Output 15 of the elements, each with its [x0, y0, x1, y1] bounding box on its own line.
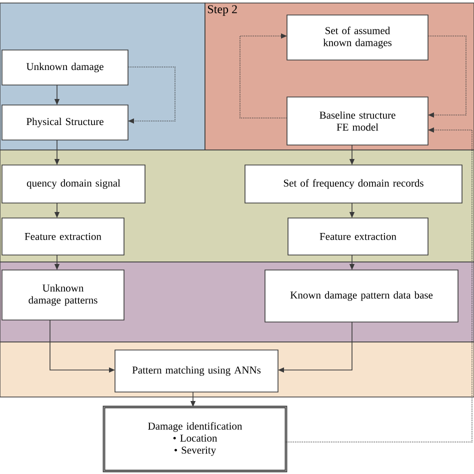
process-box: Unknown damage	[2, 50, 128, 86]
process-box: Unknown damage patterns	[2, 270, 124, 320]
process-box: quency domain signal	[2, 164, 146, 204]
process-box: Pattern matching using ANNs	[114, 350, 278, 392]
dotted-arrow	[128, 66, 176, 124]
dotted-arrow	[240, 33, 288, 118]
process-box: Feature extraction	[288, 218, 428, 256]
process-box: Known damage pattern data base	[264, 270, 458, 322]
process-box: Feature extraction	[2, 218, 124, 256]
process-box: Physical Structure	[2, 104, 128, 140]
process-box: Baseline structure FE model	[286, 96, 428, 146]
dotted-arrow	[428, 36, 466, 118]
process-box: Set of frequency domain records	[244, 164, 462, 204]
process-box: Set of assumed known damages	[286, 14, 428, 60]
result-box: Damage identification • Location • Severity	[102, 406, 288, 472]
